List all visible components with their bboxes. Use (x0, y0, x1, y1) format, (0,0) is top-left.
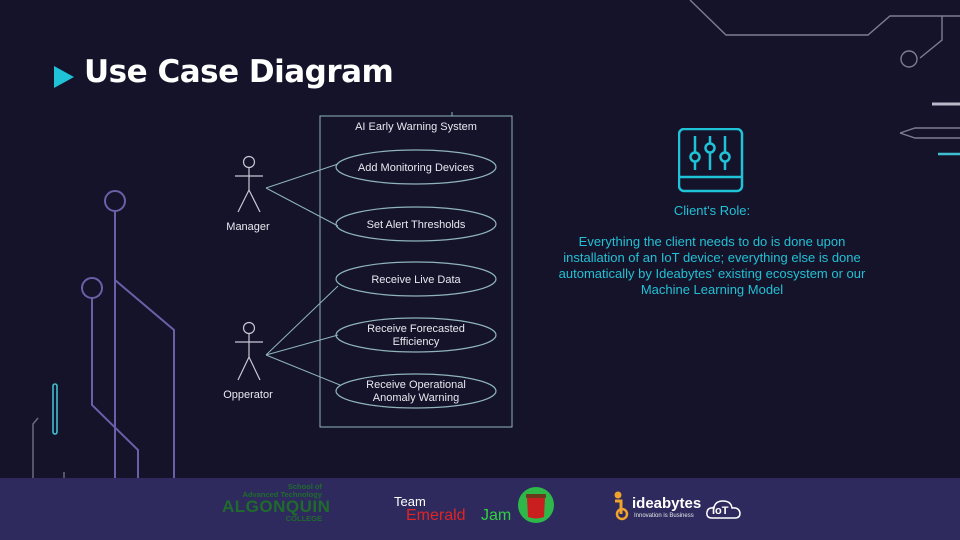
team-name-part2: Jam (481, 507, 512, 524)
association-line (265, 187, 339, 227)
actor-manager (235, 155, 263, 213)
use-case-label: Receive Forecasted (367, 323, 465, 335)
system-boundary (319, 115, 513, 428)
use-case-receive-live-data (335, 261, 497, 297)
association-line (265, 354, 341, 386)
sliders-icon (678, 128, 744, 193)
use-case-set-alert-thresholds (335, 206, 497, 242)
footer-bar (0, 478, 960, 540)
system-name: AI Early Warning System (355, 121, 477, 133)
title-arrow-icon (54, 66, 74, 88)
association-line (265, 285, 339, 356)
iot-cloud-icon (706, 500, 741, 519)
ideabytes-tagline: Innovation is Business (634, 513, 694, 519)
ideabytes-name: ideabytes (632, 495, 702, 512)
actor-operator (235, 321, 263, 381)
team-name-part1: Emerald (406, 507, 466, 524)
use-case-receive-forecasted-efficiency (335, 317, 497, 353)
client-role-text: Everything the client needs to do is don… (558, 234, 866, 297)
algonquin-logo: School of Advanced Technology ALGONQUIN … (222, 482, 331, 523)
use-case-label: Receive Operational (366, 379, 466, 391)
page-title: Use Case Diagram (84, 54, 394, 90)
association-line (265, 334, 339, 356)
use-case-label: Add Monitoring Devices (358, 162, 475, 174)
client-role-label: Client's Role: (673, 203, 751, 218)
actor-label-operator: Opperator (223, 389, 273, 401)
use-case-receive-operational-anomaly-warning (335, 373, 497, 409)
use-case-add-monitoring-devices (335, 149, 497, 185)
use-case-label: Efficiency (393, 336, 440, 348)
jam-jar-icon (518, 487, 554, 523)
association-line (265, 163, 339, 189)
use-case-label: Anomaly Warning (373, 392, 459, 404)
use-case-label: Set Alert Thresholds (367, 219, 466, 231)
iot-badge: IoT (712, 505, 729, 517)
use-case-label: Receive Live Data (371, 274, 461, 286)
actor-label-manager: Manager (226, 221, 270, 233)
team-label: Team (394, 494, 426, 509)
ideabytes-logo-icon (614, 491, 629, 521)
